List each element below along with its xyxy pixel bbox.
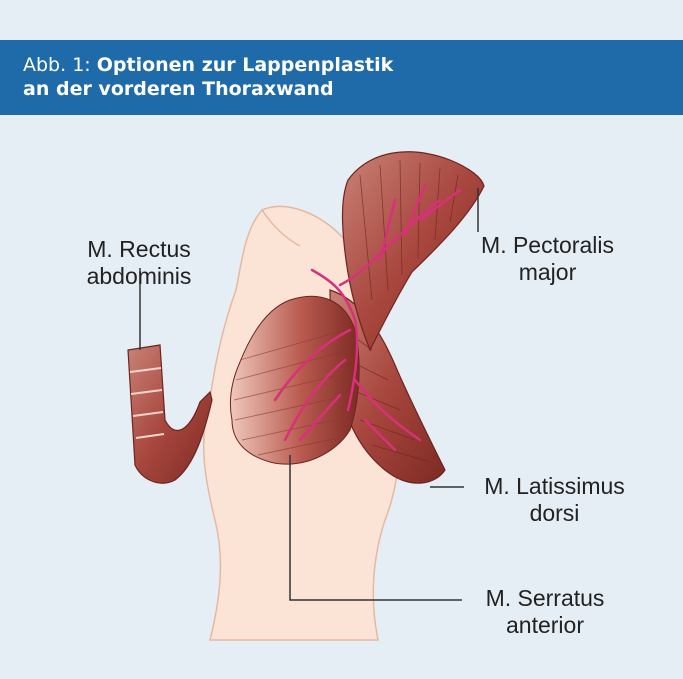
label-pectoralis-line1: M. Pectoralis: [455, 232, 640, 259]
figure-header: Abb. 1: Optionen zur Lappenplastik an de…: [0, 40, 683, 115]
label-serratus-anterior: M. Serratus anterior: [460, 585, 630, 639]
label-rectus-line1: M. Rectus: [54, 236, 224, 263]
label-rectus-line2: abdominis: [54, 263, 224, 290]
label-pectoralis-major: M. Pectoralis major: [455, 232, 640, 286]
label-latissimus-line2: dorsi: [462, 500, 647, 527]
label-latissimus-line1: M. Latissimus: [462, 473, 647, 500]
label-serratus-line2: anterior: [460, 612, 630, 639]
figure-number: Abb. 1:: [23, 54, 91, 76]
label-latissimus-dorsi: M. Latissimus dorsi: [462, 473, 647, 527]
label-serratus-line1: M. Serratus: [460, 585, 630, 612]
figure-title-line1: Optionen zur Lappenplastik: [97, 54, 394, 76]
figure-title-line2: an der vorderen Thoraxwand: [23, 77, 683, 101]
rectus-abdominis-muscle: [128, 345, 212, 483]
label-rectus-abdominis: M. Rectus abdominis: [54, 236, 224, 290]
label-pectoralis-line2: major: [455, 259, 640, 286]
